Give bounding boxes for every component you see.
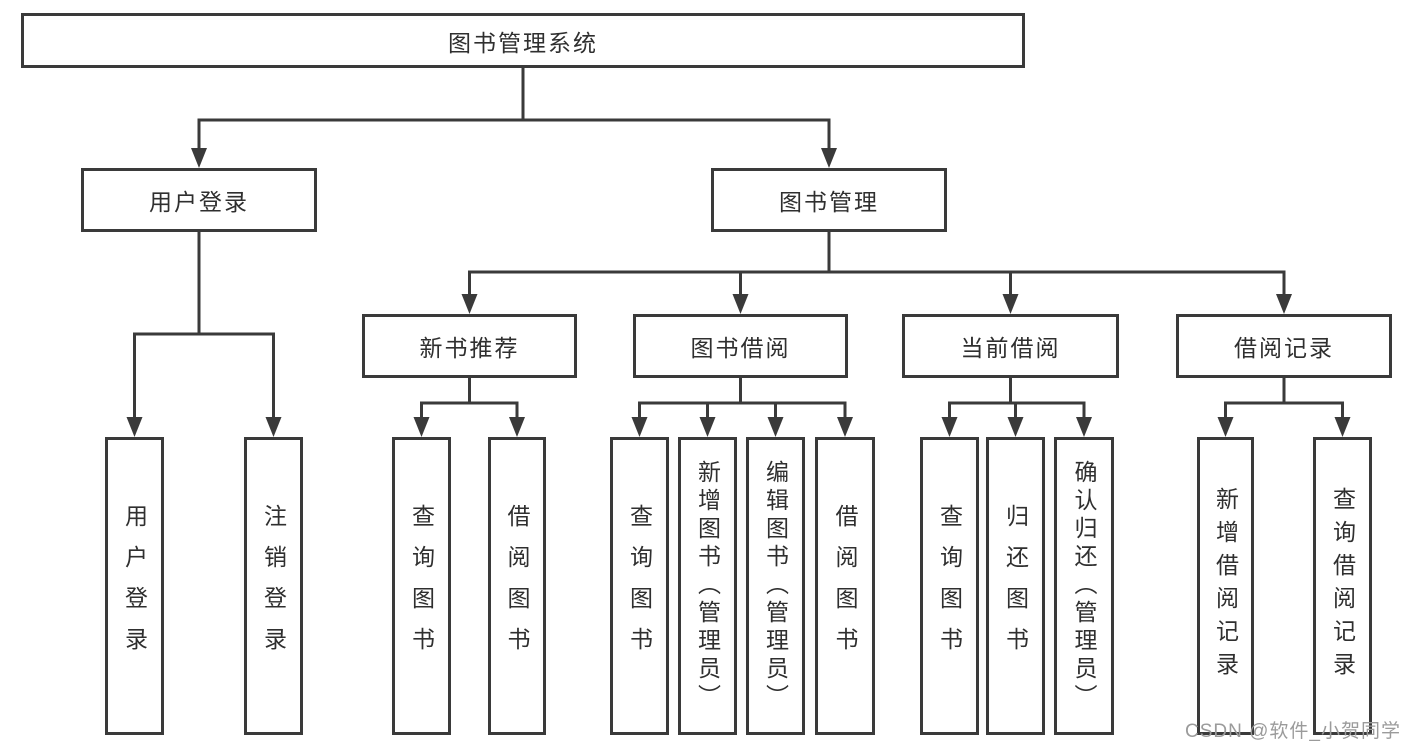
node-label: 图书管理 — [779, 189, 879, 215]
node-label: 新增图书（管理员） — [694, 460, 721, 712]
node-label: 图书借阅 — [690, 335, 791, 361]
node-book-borrow: 图书借阅 — [633, 314, 848, 378]
node-label: 注销登录 — [260, 504, 287, 668]
node-label: 查询图书 — [936, 504, 963, 668]
node-leaf-nbr-query: 查询图书 — [392, 437, 451, 735]
node-leaf-bb-edit: 编辑图书（管理员） — [746, 437, 805, 735]
node-label: 查询图书 — [626, 504, 653, 668]
node-leaf-br-query: 查询借阅记录 — [1313, 437, 1372, 735]
node-label: 当前借阅 — [960, 335, 1061, 361]
node-label: 用户登录 — [121, 504, 148, 668]
node-leaf-cb-confirm: 确认归还（管理员） — [1054, 437, 1114, 735]
node-label: 查询借阅记录 — [1329, 487, 1356, 685]
node-label: 图书管理系统 — [448, 29, 598, 56]
node-label: 新书推荐 — [419, 335, 520, 361]
node-label: 查询图书 — [408, 504, 435, 668]
node-leaf-br-add: 新增借阅记录 — [1197, 437, 1254, 735]
node-label: 借阅图书 — [832, 504, 858, 668]
watermark-text: CSDN @软件_小贺同学 — [1185, 721, 1401, 742]
node-label: 编辑图书（管理员） — [762, 460, 789, 712]
node-leaf-user-login: 用户登录 — [105, 437, 164, 735]
node-label: 用户登录 — [149, 189, 249, 215]
node-user-login: 用户登录 — [81, 168, 317, 232]
node-leaf-logout: 注销登录 — [244, 437, 303, 735]
node-new-book-recommend: 新书推荐 — [362, 314, 577, 378]
node-label: 新增借阅记录 — [1212, 487, 1239, 685]
node-label: 借阅图书 — [504, 504, 530, 668]
node-current-borrow: 当前借阅 — [902, 314, 1119, 378]
node-label: 归还图书 — [1002, 504, 1029, 668]
node-label: 借阅记录 — [1234, 335, 1334, 361]
node-book-management: 图书管理 — [711, 168, 947, 232]
node-borrow-records: 借阅记录 — [1176, 314, 1392, 378]
node-leaf-cb-return: 归还图书 — [986, 437, 1045, 735]
node-leaf-bb-add: 新增图书（管理员） — [678, 437, 737, 735]
node-leaf-cb-query: 查询图书 — [920, 437, 979, 735]
node-leaf-bb-borrow: 借阅图书 — [815, 437, 875, 735]
node-root: 图书管理系统 — [21, 13, 1025, 68]
node-label: 确认归还（管理员） — [1071, 460, 1097, 712]
node-leaf-nbr-borrow: 借阅图书 — [488, 437, 546, 735]
node-leaf-bb-query: 查询图书 — [610, 437, 669, 735]
